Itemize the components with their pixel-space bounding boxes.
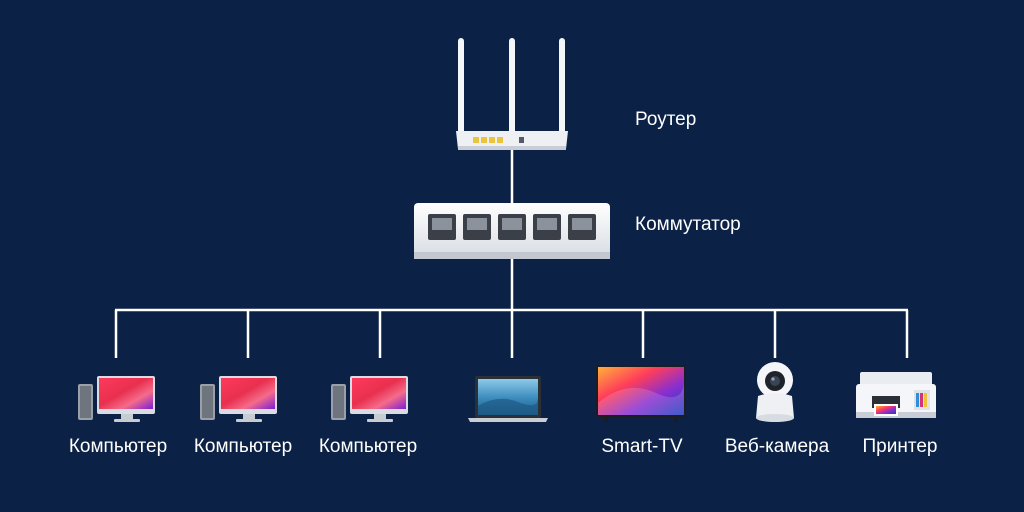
switch-icon — [414, 203, 610, 259]
device-label-5: Smart-TV — [601, 436, 683, 457]
desktop-computer-icon-1 — [78, 376, 155, 422]
device-label-3: Компьютер — [318, 436, 418, 457]
device-label-7: Принтер — [862, 436, 938, 457]
printer-icon — [856, 372, 936, 418]
device-label-2: Компьютер — [193, 436, 293, 457]
desktop-computer-icon-3 — [331, 376, 408, 422]
device-label-1: Компьютер — [68, 436, 168, 457]
webcam-icon — [756, 362, 794, 422]
router-label: Роутер — [635, 109, 697, 130]
device-label-6: Веб-камера — [724, 436, 830, 457]
router-icon — [456, 38, 568, 150]
desktop-computer-icon-2 — [200, 376, 277, 422]
smart-tv-icon — [596, 365, 686, 422]
connection-lines — [114, 150, 909, 358]
laptop-icon — [468, 376, 548, 422]
switch-label: Коммутатор — [635, 214, 741, 235]
